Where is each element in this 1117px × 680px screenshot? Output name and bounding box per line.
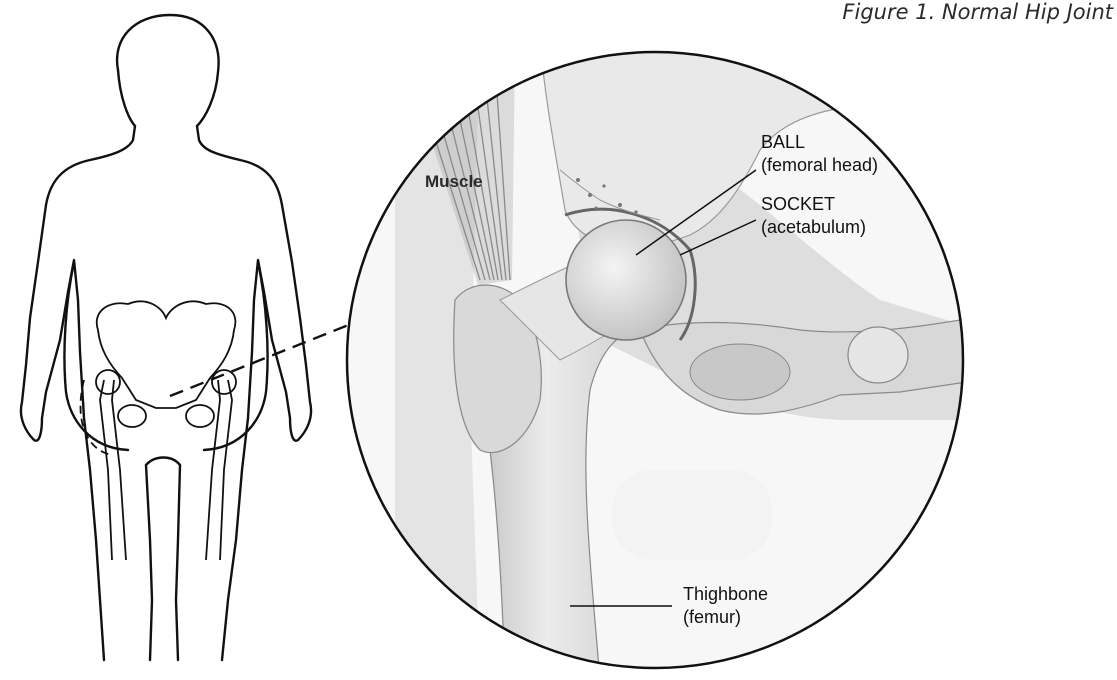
hip-joint-inset <box>340 40 980 675</box>
socket-label: SOCKET (acetabulum) <box>761 193 866 239</box>
ball-label-line1: BALL <box>761 131 878 154</box>
thighbone-label: Thighbone (femur) <box>683 583 768 629</box>
ball-label-line2: (femoral head) <box>761 154 878 177</box>
ball-label: BALL (femoral head) <box>761 131 878 177</box>
thighbone-label-line1: Thighbone <box>683 583 768 606</box>
socket-label-line2: (acetabulum) <box>761 216 866 239</box>
pelvis-outline <box>80 301 236 560</box>
thighbone-label-line2: (femur) <box>683 606 768 629</box>
connector-line <box>170 322 356 396</box>
socket-label-line1: SOCKET <box>761 193 866 216</box>
muscle-label: Muscle <box>425 172 483 192</box>
figure-caption: Figure 1. Normal Hip Joint <box>842 0 1113 24</box>
body-outline <box>21 15 311 660</box>
